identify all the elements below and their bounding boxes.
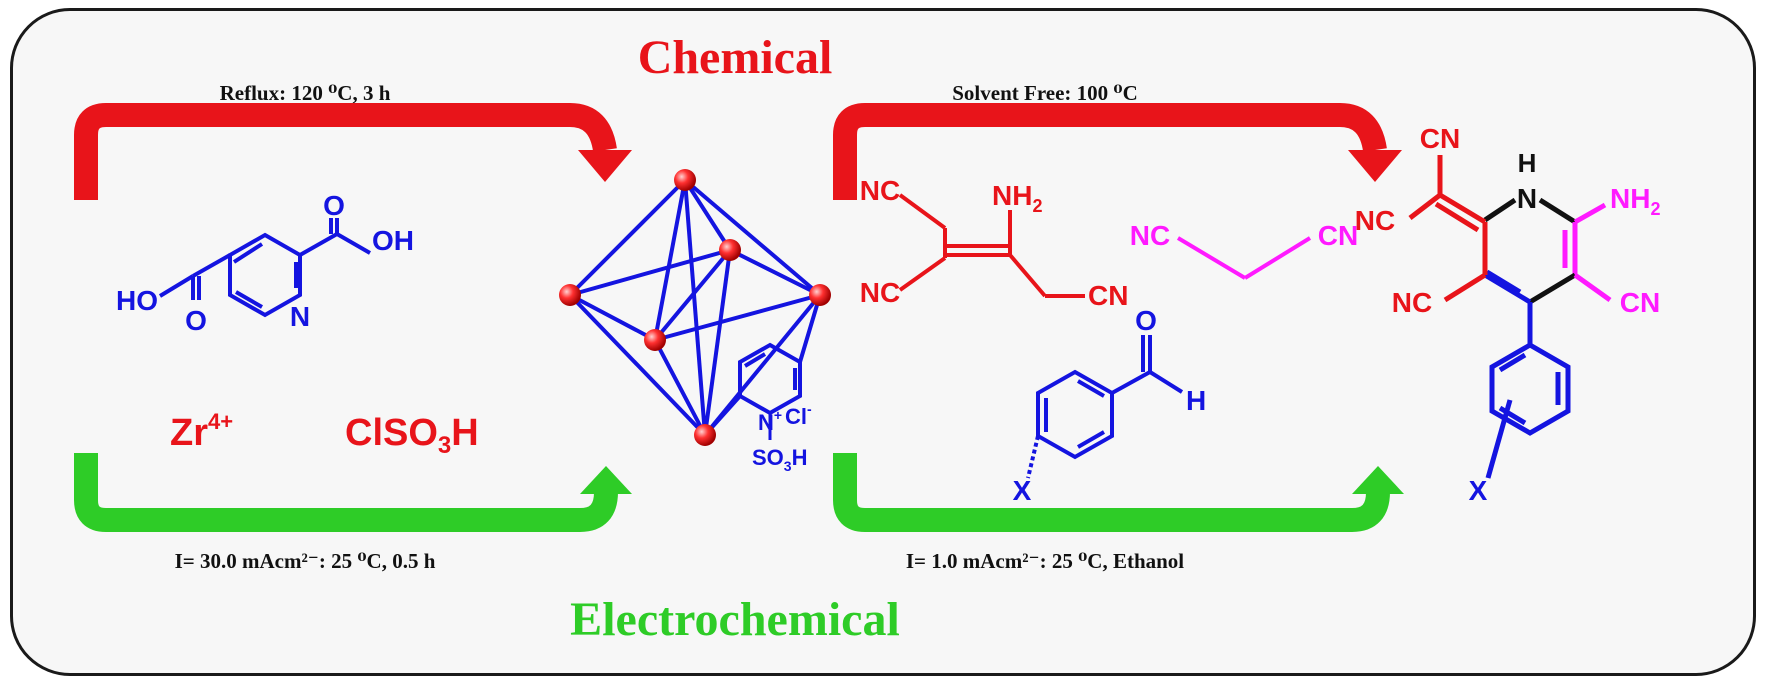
product-cn-top: CN <box>1420 123 1460 154</box>
electrochemical-title: Electrochemical <box>570 593 900 646</box>
chemical-arrow-left <box>74 103 632 200</box>
catalyst-cl: Cl <box>785 404 807 429</box>
product-cn-right: CN <box>1620 287 1660 318</box>
clso3h-end: H <box>451 412 478 454</box>
pyridinedicarboxylic-acid <box>158 218 371 318</box>
product-nh: NH <box>1610 183 1650 214</box>
aldehyde-o: O <box>1135 305 1157 336</box>
aldehyde-substituent-x: X <box>1013 475 1032 506</box>
product-substituent-x: X <box>1469 475 1488 506</box>
acid-o-bottom: O <box>185 305 207 336</box>
reactant-nh2-sub: 2 <box>1032 196 1042 216</box>
catalyst-so3h-sub: 3 <box>784 458 792 474</box>
zr-symbol: Zr <box>170 412 208 454</box>
electrochemical-arrow-left <box>74 453 632 532</box>
electrochemical-arrow-right <box>833 453 1404 532</box>
product-nh2: NH2 <box>1610 183 1660 219</box>
clso3h-main: ClSO <box>345 412 438 454</box>
catalyst-so3h: SO3H <box>752 445 807 474</box>
product-h: H <box>1518 148 1537 178</box>
reactant-nh2: NH2 <box>992 180 1042 216</box>
catalyst-cl-minus: - <box>807 401 812 417</box>
malononitrile-nc: NC <box>1130 220 1170 251</box>
product-n: N <box>1517 183 1537 214</box>
zirconium-ion: Zr4+ <box>170 409 233 454</box>
catalyst-chloride: Cl- <box>785 401 812 429</box>
dihydropyridine-product <box>1408 155 1612 479</box>
product-nc-left: NC <box>1355 205 1395 236</box>
reactant-cn-1: CN <box>1088 280 1128 311</box>
acid-o-top: O <box>323 190 345 221</box>
reactant-nh: NH <box>992 180 1032 211</box>
catalyst-so: SO <box>752 445 784 470</box>
right-bottom-condition: I= 1.0 mAcm²⁻: 25 ⁰C, Ethanol <box>906 549 1184 573</box>
acid-ring-n: N <box>290 301 310 332</box>
zr-charge: 4+ <box>208 409 233 434</box>
acid-oh: OH <box>372 225 414 256</box>
chlorosulfonic-acid: ClSO3H <box>345 412 479 459</box>
product-nc-bottom: NC <box>1392 287 1432 318</box>
product-nh2-sub: 2 <box>1650 199 1660 219</box>
zr-octahedron-catalyst <box>568 178 822 437</box>
clso3h-sub: 3 <box>438 432 451 459</box>
catalyst-plus: + <box>774 407 782 423</box>
malononitrile-cn: CN <box>1318 220 1358 251</box>
aldehyde-h: H <box>1186 385 1206 416</box>
aminotricarbonitrile <box>898 193 1085 298</box>
benzaldehyde <box>1026 335 1184 479</box>
left-top-condition: Reflux: 120 ⁰C, 3 h <box>220 81 391 105</box>
left-bottom-condition: I= 30.0 mAcm²⁻: 25 ⁰C, 0.5 h <box>175 549 436 573</box>
chemical-title: Chemical <box>638 31 833 84</box>
malononitrile <box>1176 236 1312 280</box>
acid-ho: HO <box>116 285 158 316</box>
catalyst-so3h-end: H <box>792 445 808 470</box>
zr-cluster-nodes <box>559 169 831 446</box>
right-top-condition: Solvent Free: 100 ⁰C <box>952 81 1138 105</box>
reactant-nc-2: NC <box>860 277 900 308</box>
chemical-arrow-right <box>833 103 1402 200</box>
reactant-nc-1: NC <box>860 175 900 206</box>
